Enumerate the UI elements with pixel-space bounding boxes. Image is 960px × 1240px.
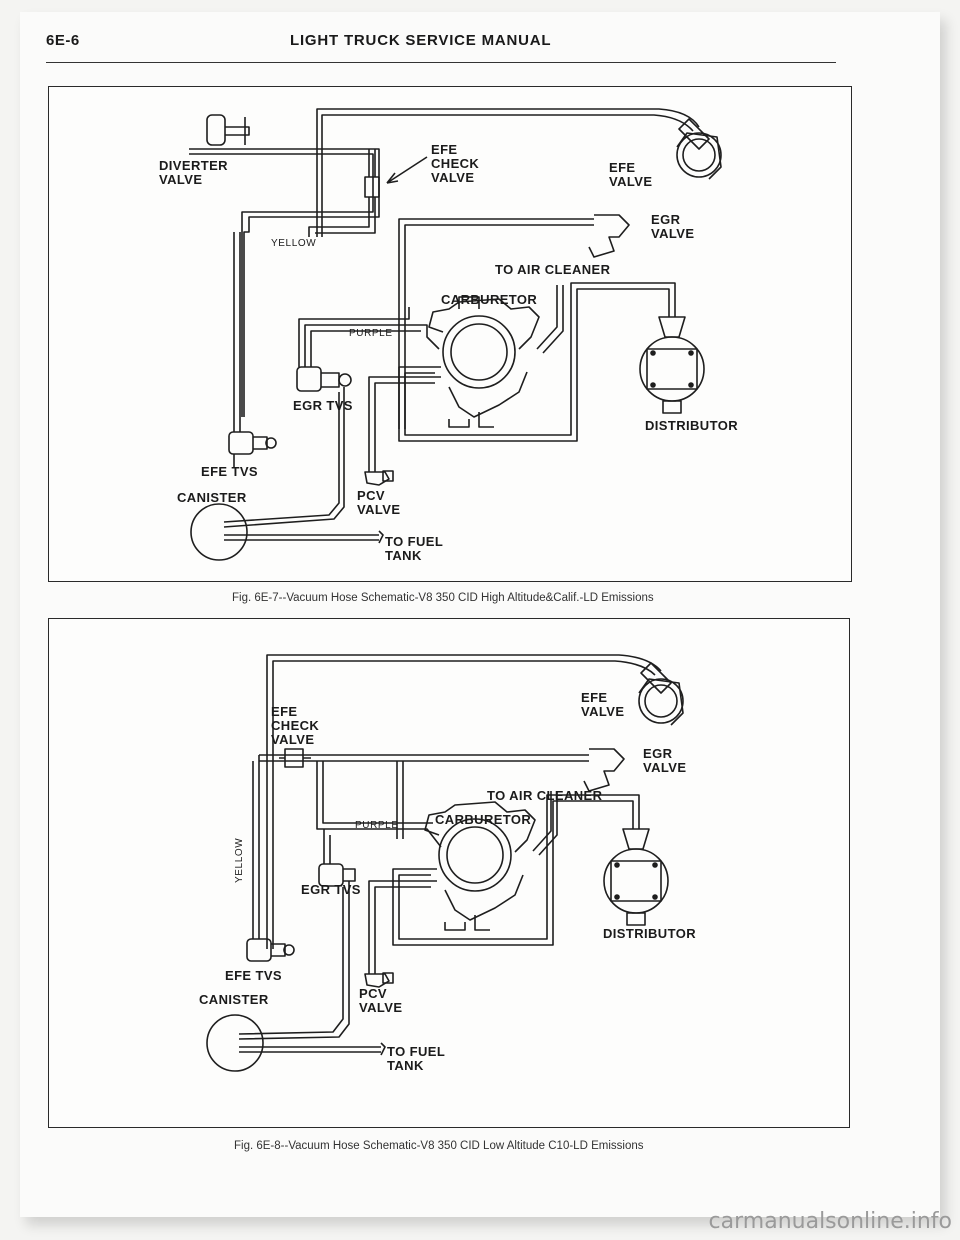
label-to-air-cleaner: TO AIR CLEANER bbox=[495, 262, 611, 277]
efe-tvs-shape bbox=[246, 938, 295, 962]
egr-valve-shape bbox=[583, 748, 625, 792]
hose-efe-valve bbox=[316, 108, 700, 237]
label-distributor: DISTRIBUTOR bbox=[645, 418, 738, 433]
label-canister: CANISTER bbox=[199, 992, 269, 1007]
hose-pcv bbox=[368, 376, 441, 472]
label-to-fuel-tank: TO FUEL TANK bbox=[387, 1044, 445, 1073]
figure-caption-6e-8: Fig. 6E-8--Vacuum Hose Schematic-V8 350 … bbox=[234, 1140, 644, 1152]
label-egr-tvs: EGR TVS bbox=[301, 882, 361, 897]
label-efe-valve: EFE VALVE bbox=[609, 160, 653, 189]
hose-canister bbox=[238, 881, 350, 1040]
schematic-hoses-fig2 bbox=[206, 654, 684, 1072]
label-distributor: DISTRIBUTOR bbox=[603, 926, 696, 941]
pcv-valve-shape bbox=[364, 470, 394, 486]
label-pcv-valve: PCV VALVE bbox=[357, 488, 401, 517]
label-egr-valve: EGR VALVE bbox=[651, 212, 695, 241]
label-to-fuel-tank: TO FUEL TANK bbox=[385, 534, 443, 563]
egr-tvs-shape bbox=[296, 366, 352, 392]
label-efe-tvs: EFE TVS bbox=[225, 968, 282, 983]
header-rule bbox=[46, 62, 836, 63]
hose-purple bbox=[298, 307, 410, 367]
label-pcv-valve: PCV VALVE bbox=[359, 986, 403, 1015]
figure-6e-7-schematic: DIVERTER VALVE EFE CHECK VALVE EFE VALVE… bbox=[48, 86, 852, 582]
label-egr-valve: EGR VALVE bbox=[643, 746, 687, 775]
hose-distributor bbox=[392, 800, 634, 946]
distributor-shape bbox=[603, 828, 669, 926]
label-purple: PURPLE bbox=[355, 820, 399, 831]
hose-pcv bbox=[368, 880, 437, 974]
carburetor-shape bbox=[424, 801, 536, 931]
efe-valve-shape bbox=[638, 662, 684, 726]
diverter-valve-shape bbox=[206, 114, 250, 146]
label-purple: PURPLE bbox=[349, 328, 393, 339]
label-yellow: YELLOW bbox=[234, 837, 245, 883]
figure-6e-8-schematic: EFE CHECK VALVE EFE VALVE EGR VALVE TO A… bbox=[48, 618, 850, 1128]
label-to-air-cleaner: TO AIR CLEANER bbox=[487, 788, 603, 803]
hose-distributor bbox=[398, 288, 670, 442]
label-egr-tvs: EGR TVS bbox=[293, 398, 353, 413]
hose-efe-valve bbox=[266, 654, 662, 949]
label-canister: CANISTER bbox=[177, 490, 247, 505]
label-diverter-valve: DIVERTER VALVE bbox=[159, 158, 228, 187]
label-carburetor: CARBURETOR bbox=[435, 812, 532, 827]
label-efe-check-valve: EFE CHECK VALVE bbox=[271, 704, 320, 747]
label-efe-valve: EFE VALVE bbox=[581, 690, 625, 719]
page-number: 6E-6 bbox=[46, 32, 80, 49]
hose-purple bbox=[316, 761, 442, 848]
label-yellow: YELLOW bbox=[271, 238, 317, 249]
hose-canister bbox=[223, 387, 345, 528]
canister-shape bbox=[206, 1014, 264, 1072]
schematic-hoses-fig1 bbox=[189, 108, 722, 561]
carburetor-shape bbox=[428, 296, 540, 428]
egr-valve-shape bbox=[588, 214, 630, 258]
label-carburetor: CARBURETOR bbox=[441, 292, 538, 307]
hose-egr bbox=[398, 218, 594, 429]
canister-shape bbox=[190, 503, 248, 561]
efe-check-valve-shape bbox=[284, 748, 304, 768]
page-title: LIGHT TRUCK SERVICE MANUAL bbox=[290, 32, 552, 49]
label-efe-check-valve: EFE CHECK VALVE bbox=[431, 142, 480, 185]
efe-valve-shape bbox=[676, 118, 722, 180]
efe-tvs-shape bbox=[228, 431, 277, 455]
distributor-shape bbox=[639, 316, 705, 414]
watermark: carmanualsonline.info bbox=[708, 1209, 952, 1234]
egr-tvs-shape bbox=[318, 829, 356, 887]
label-efe-tvs: EFE TVS bbox=[201, 464, 258, 479]
pointer-arrow bbox=[386, 156, 428, 184]
figure-caption-6e-7: Fig. 6E-7--Vacuum Hose Schematic-V8 350 … bbox=[232, 592, 654, 604]
pcv-valve-shape bbox=[364, 972, 394, 988]
